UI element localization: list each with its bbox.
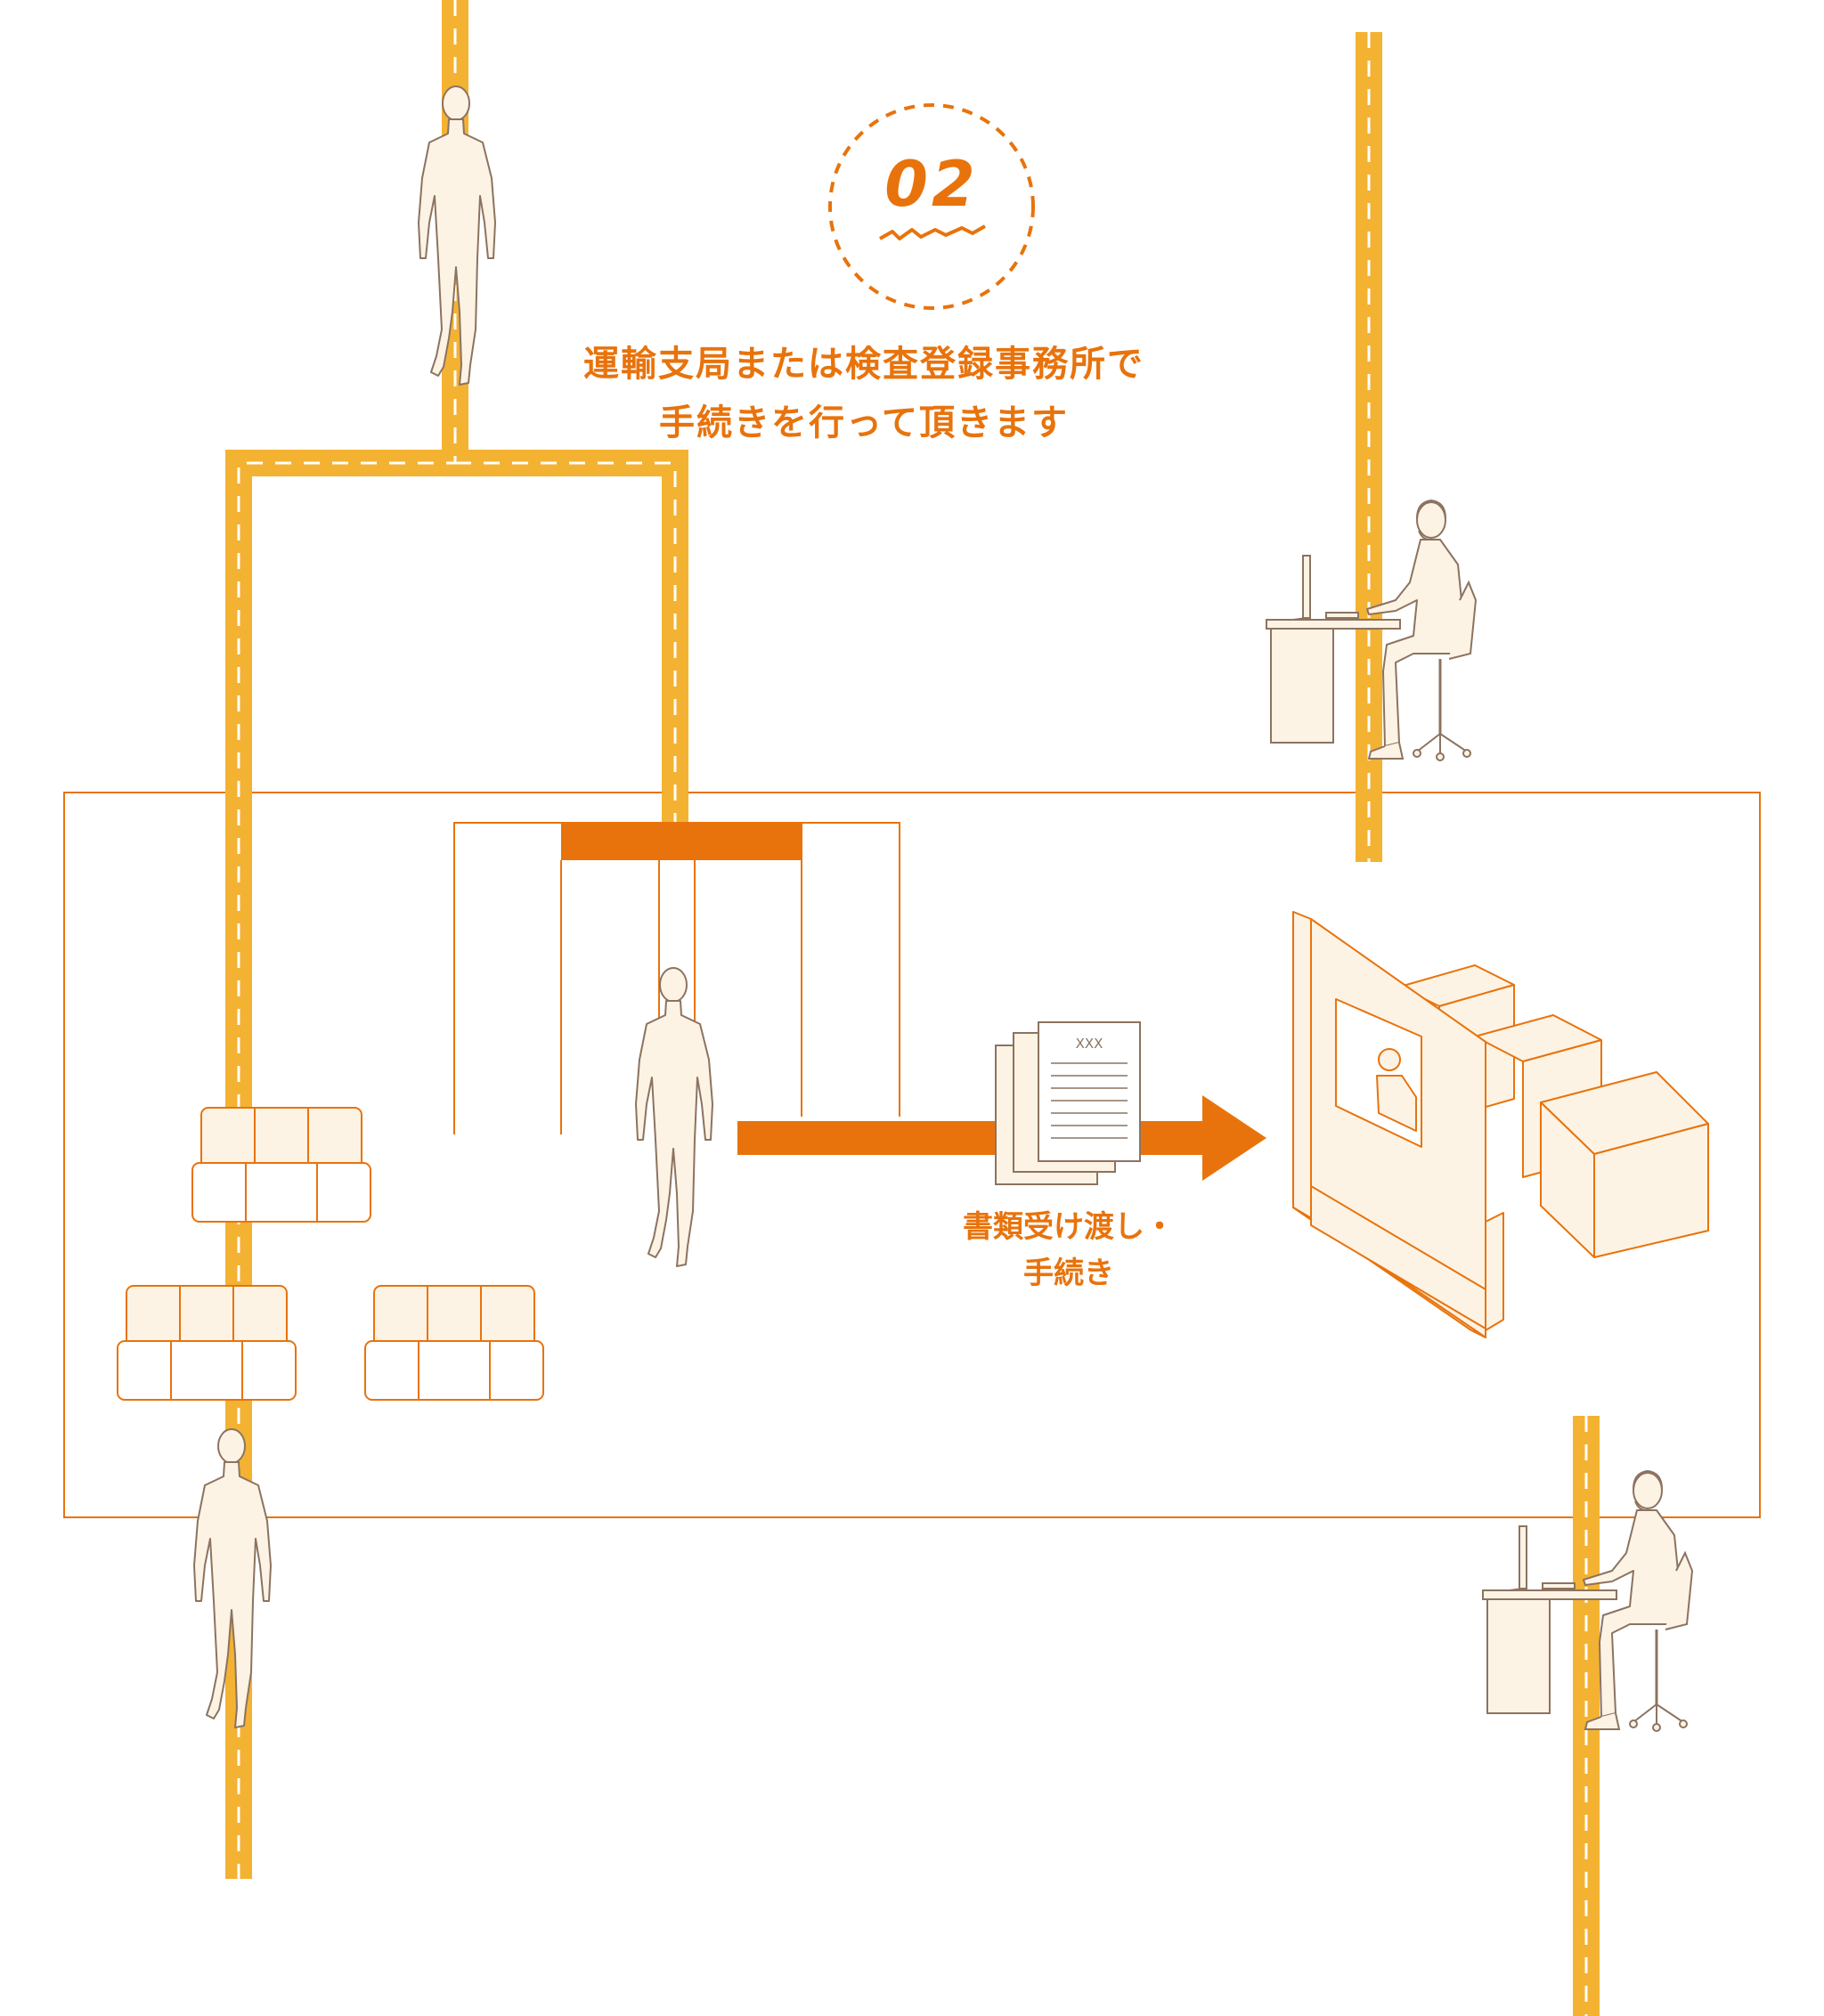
step-number: 02 bbox=[884, 148, 979, 221]
reception-counter bbox=[1292, 911, 1709, 1338]
transfer-caption-line2: 手続き bbox=[1023, 1256, 1114, 1291]
step-badge bbox=[828, 103, 1035, 310]
transfer-caption-line1: 書類受け渡し・ bbox=[963, 1209, 1175, 1245]
entrance-door-header bbox=[561, 823, 802, 860]
transfer-caption: 書類受け渡し・ 手続き bbox=[917, 1204, 1220, 1297]
document-mark: XXX bbox=[1076, 1036, 1103, 1052]
step-underline bbox=[879, 224, 986, 240]
step-caption-line1: 運輸支局または検査登録事務所で bbox=[583, 344, 1144, 385]
waiting-sofa bbox=[191, 1107, 371, 1223]
step-caption-line2: 手続きを行って頂きます bbox=[659, 402, 1069, 443]
waiting-sofa bbox=[117, 1285, 297, 1401]
step-caption: 運輸支局または検査登録事務所で 手続きを行って頂きます bbox=[499, 335, 1229, 452]
visitor-figure bbox=[635, 967, 713, 1267]
document-stack: XXX bbox=[995, 1021, 1141, 1185]
waiting-sofa bbox=[364, 1285, 544, 1401]
office-room-frame bbox=[63, 792, 1761, 1518]
